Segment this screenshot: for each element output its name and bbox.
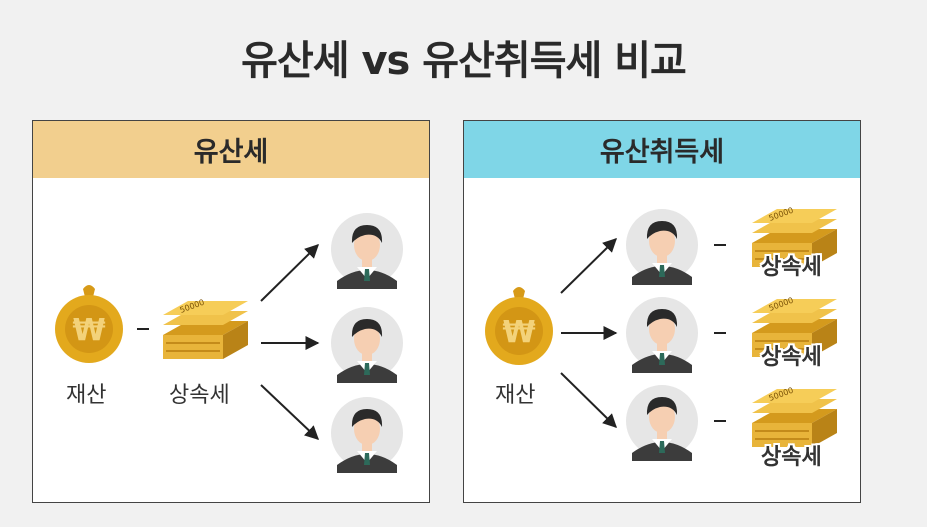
heir-avatar bbox=[331, 307, 403, 383]
inheritance-tax-label: 상속세 bbox=[169, 383, 230, 408]
property-label: 재산 bbox=[66, 383, 107, 408]
inheritance-tax-label: 상속세 bbox=[761, 345, 822, 370]
money-stack-icon: 50000 bbox=[163, 298, 248, 359]
page-title: 유산세 vs 유산취득세 비교 bbox=[241, 38, 687, 84]
svg-text:₩: ₩ bbox=[72, 313, 105, 348]
inheritance-tax-panel: 유산세 ₩ 50000 bbox=[32, 120, 430, 503]
heir-avatar bbox=[626, 385, 698, 461]
inheritance-tax-label: 상속세 bbox=[761, 445, 822, 470]
money-stack-icon: 50000 bbox=[751, 386, 838, 448]
svg-text:₩: ₩ bbox=[502, 315, 535, 350]
acquisition-tax-diagram: ₩ 50000 50000 50000 bbox=[485, 206, 838, 461]
heir-avatar bbox=[626, 297, 698, 373]
property-label: 재산 bbox=[495, 383, 536, 408]
money-bag-icon: ₩ bbox=[55, 285, 123, 363]
panel-header-acquisition-tax: 유산취득세 bbox=[464, 121, 860, 178]
heir-avatar bbox=[626, 209, 698, 285]
money-bag-icon: ₩ bbox=[485, 287, 553, 365]
inheritance-tax-diagram: ₩ 50000 bbox=[55, 213, 403, 473]
panel-header-inheritance-tax: 유산세 bbox=[33, 121, 429, 178]
heir-avatar bbox=[331, 213, 403, 289]
heir-avatar bbox=[331, 397, 403, 473]
acquisition-tax-panel: 유산취득세 bbox=[463, 120, 861, 503]
inheritance-tax-label: 상속세 bbox=[761, 255, 822, 280]
